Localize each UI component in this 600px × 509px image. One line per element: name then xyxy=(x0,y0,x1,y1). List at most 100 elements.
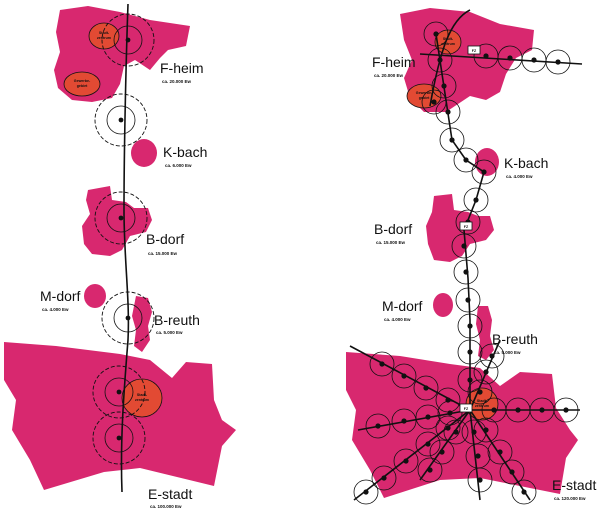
station-dot xyxy=(441,83,447,89)
station-dot xyxy=(539,407,545,413)
town-label-kbach-right: K-bach xyxy=(504,155,548,171)
station-dot xyxy=(521,489,527,495)
stations-right xyxy=(353,21,579,505)
town-label-breuth: B-reuth xyxy=(154,312,200,328)
town-pop-breuth-right: ca. 5.000 Ew xyxy=(494,350,521,355)
fz-label-bdorf: FZ xyxy=(464,225,469,229)
station-catchment xyxy=(453,147,479,173)
town-label-estadt-right: E-stadt xyxy=(552,477,596,493)
station-catchment xyxy=(455,209,481,235)
station-dot xyxy=(515,407,521,413)
town-pop-breuth: ca. 5.000 Ew xyxy=(156,330,183,335)
station-dot xyxy=(473,197,479,203)
fz-tag-estadt: FZ xyxy=(459,403,473,413)
area-estadt-right xyxy=(346,352,578,498)
town-pop-kbach-right: ca. 4.000 Ew xyxy=(506,174,533,179)
station-dot xyxy=(461,243,467,249)
town-pop-bdorf-right: ca. 15.000 Ew xyxy=(376,240,406,245)
town-label-bdorf-right: B-dorf xyxy=(374,221,412,237)
fz-tag-fheim: FZ xyxy=(467,45,481,55)
label-stadtzentrum-r2: zentrum xyxy=(441,42,455,46)
town-label-breuth-right: B-reuth xyxy=(492,331,538,347)
label-gewerbe-r2: gebiet xyxy=(419,96,430,100)
area-mdorf-right xyxy=(433,293,453,317)
map-right-network: Stadt- zentrum Gewerbe- gebiet Stadt- ze… xyxy=(346,8,596,505)
station-catchment xyxy=(427,47,453,73)
town-pop-bdorf: ca. 15.000 Ew xyxy=(148,251,178,256)
station-catchment xyxy=(365,413,391,439)
town-label-kbach: K-bach xyxy=(163,144,207,160)
station-dot xyxy=(483,427,489,433)
station-catchment xyxy=(435,415,461,441)
station-catchment xyxy=(431,73,457,99)
station-dot xyxy=(497,449,503,455)
town-label-fheim-right: F-heim xyxy=(372,54,416,70)
station-dot xyxy=(477,389,483,395)
station-catchment xyxy=(415,404,441,430)
zone-stadtzentrum-fheim xyxy=(88,22,120,50)
station-dot xyxy=(481,169,487,175)
label-gewerbe-r1: Gewerbe- xyxy=(416,91,433,95)
station-dot xyxy=(403,458,409,464)
label-stadtzentrum-1: Stadt- xyxy=(99,31,110,35)
label-stadtzentrum-r1: Stadt- xyxy=(443,37,454,41)
station-dot xyxy=(483,53,489,59)
station-dot xyxy=(507,55,513,61)
station-catchment xyxy=(479,343,505,369)
label-gewerbe-1: Gewerbe- xyxy=(74,79,91,83)
station-dot xyxy=(483,369,489,375)
station-catchment xyxy=(423,21,449,47)
zone-gewerbegebiet-fheim xyxy=(63,71,101,97)
station-dot xyxy=(437,57,443,63)
station-dot xyxy=(467,377,473,383)
town-label-mdorf: M-dorf xyxy=(40,288,81,304)
town-pop-mdorf-right: ca. 4.000 Ew xyxy=(384,317,411,322)
station-catchment xyxy=(415,431,441,457)
station-dot xyxy=(445,109,451,115)
station-dot xyxy=(439,449,445,455)
station-dot xyxy=(431,99,437,105)
station-dot xyxy=(509,469,515,475)
area-bdorf xyxy=(82,186,152,256)
station-dot xyxy=(381,475,387,481)
station-catchment xyxy=(463,187,489,213)
town-pop-estadt: ca. 100.000 Ew xyxy=(150,504,182,509)
label-estadt-zentrum-2: zentrum xyxy=(135,398,149,402)
station-catchment xyxy=(443,419,469,445)
station-dot xyxy=(489,353,495,359)
station-catchment xyxy=(421,89,447,115)
station-dot xyxy=(447,410,453,416)
station-catchment xyxy=(353,479,379,505)
station-dot xyxy=(555,59,561,65)
station-catchment xyxy=(457,339,483,365)
station-dot xyxy=(401,373,407,379)
station-dot xyxy=(467,323,473,329)
area-kbach xyxy=(131,139,157,167)
station-catchment xyxy=(413,375,439,401)
station-catchment xyxy=(451,233,477,259)
map-left-single-line: Stadt- zentrum Gewerbe- gebiet Stadt- ze… xyxy=(4,3,236,509)
station-catchment xyxy=(371,465,397,491)
label-estadt-zentrum-r2: zentrum xyxy=(475,404,489,408)
town-label-mdorf-right: M-dorf xyxy=(382,298,423,314)
station-catchment xyxy=(499,459,525,485)
town-pop-estadt-right: ca. 120.000 Ew xyxy=(554,496,586,501)
station-dot xyxy=(531,57,537,63)
label-estadt-zentrum-1: Stadt- xyxy=(137,393,148,397)
station-dot xyxy=(491,407,497,413)
station-catchment xyxy=(467,467,493,493)
station-catchment xyxy=(391,363,417,389)
station-catchment xyxy=(471,159,497,185)
station-dot xyxy=(563,407,569,413)
area-breuth xyxy=(132,296,152,352)
town-pop-mdorf: ca. 4.000 Ew xyxy=(42,307,69,312)
fz-label-estadt: FZ xyxy=(464,407,469,411)
town-label-bdorf: B-dorf xyxy=(146,231,184,247)
station-dot xyxy=(453,429,459,435)
station-dot xyxy=(463,157,469,163)
station-catchment xyxy=(487,439,513,465)
station-dot xyxy=(427,467,433,473)
fz-tag-bdorf: FZ xyxy=(459,221,473,231)
station-dot xyxy=(477,477,483,483)
